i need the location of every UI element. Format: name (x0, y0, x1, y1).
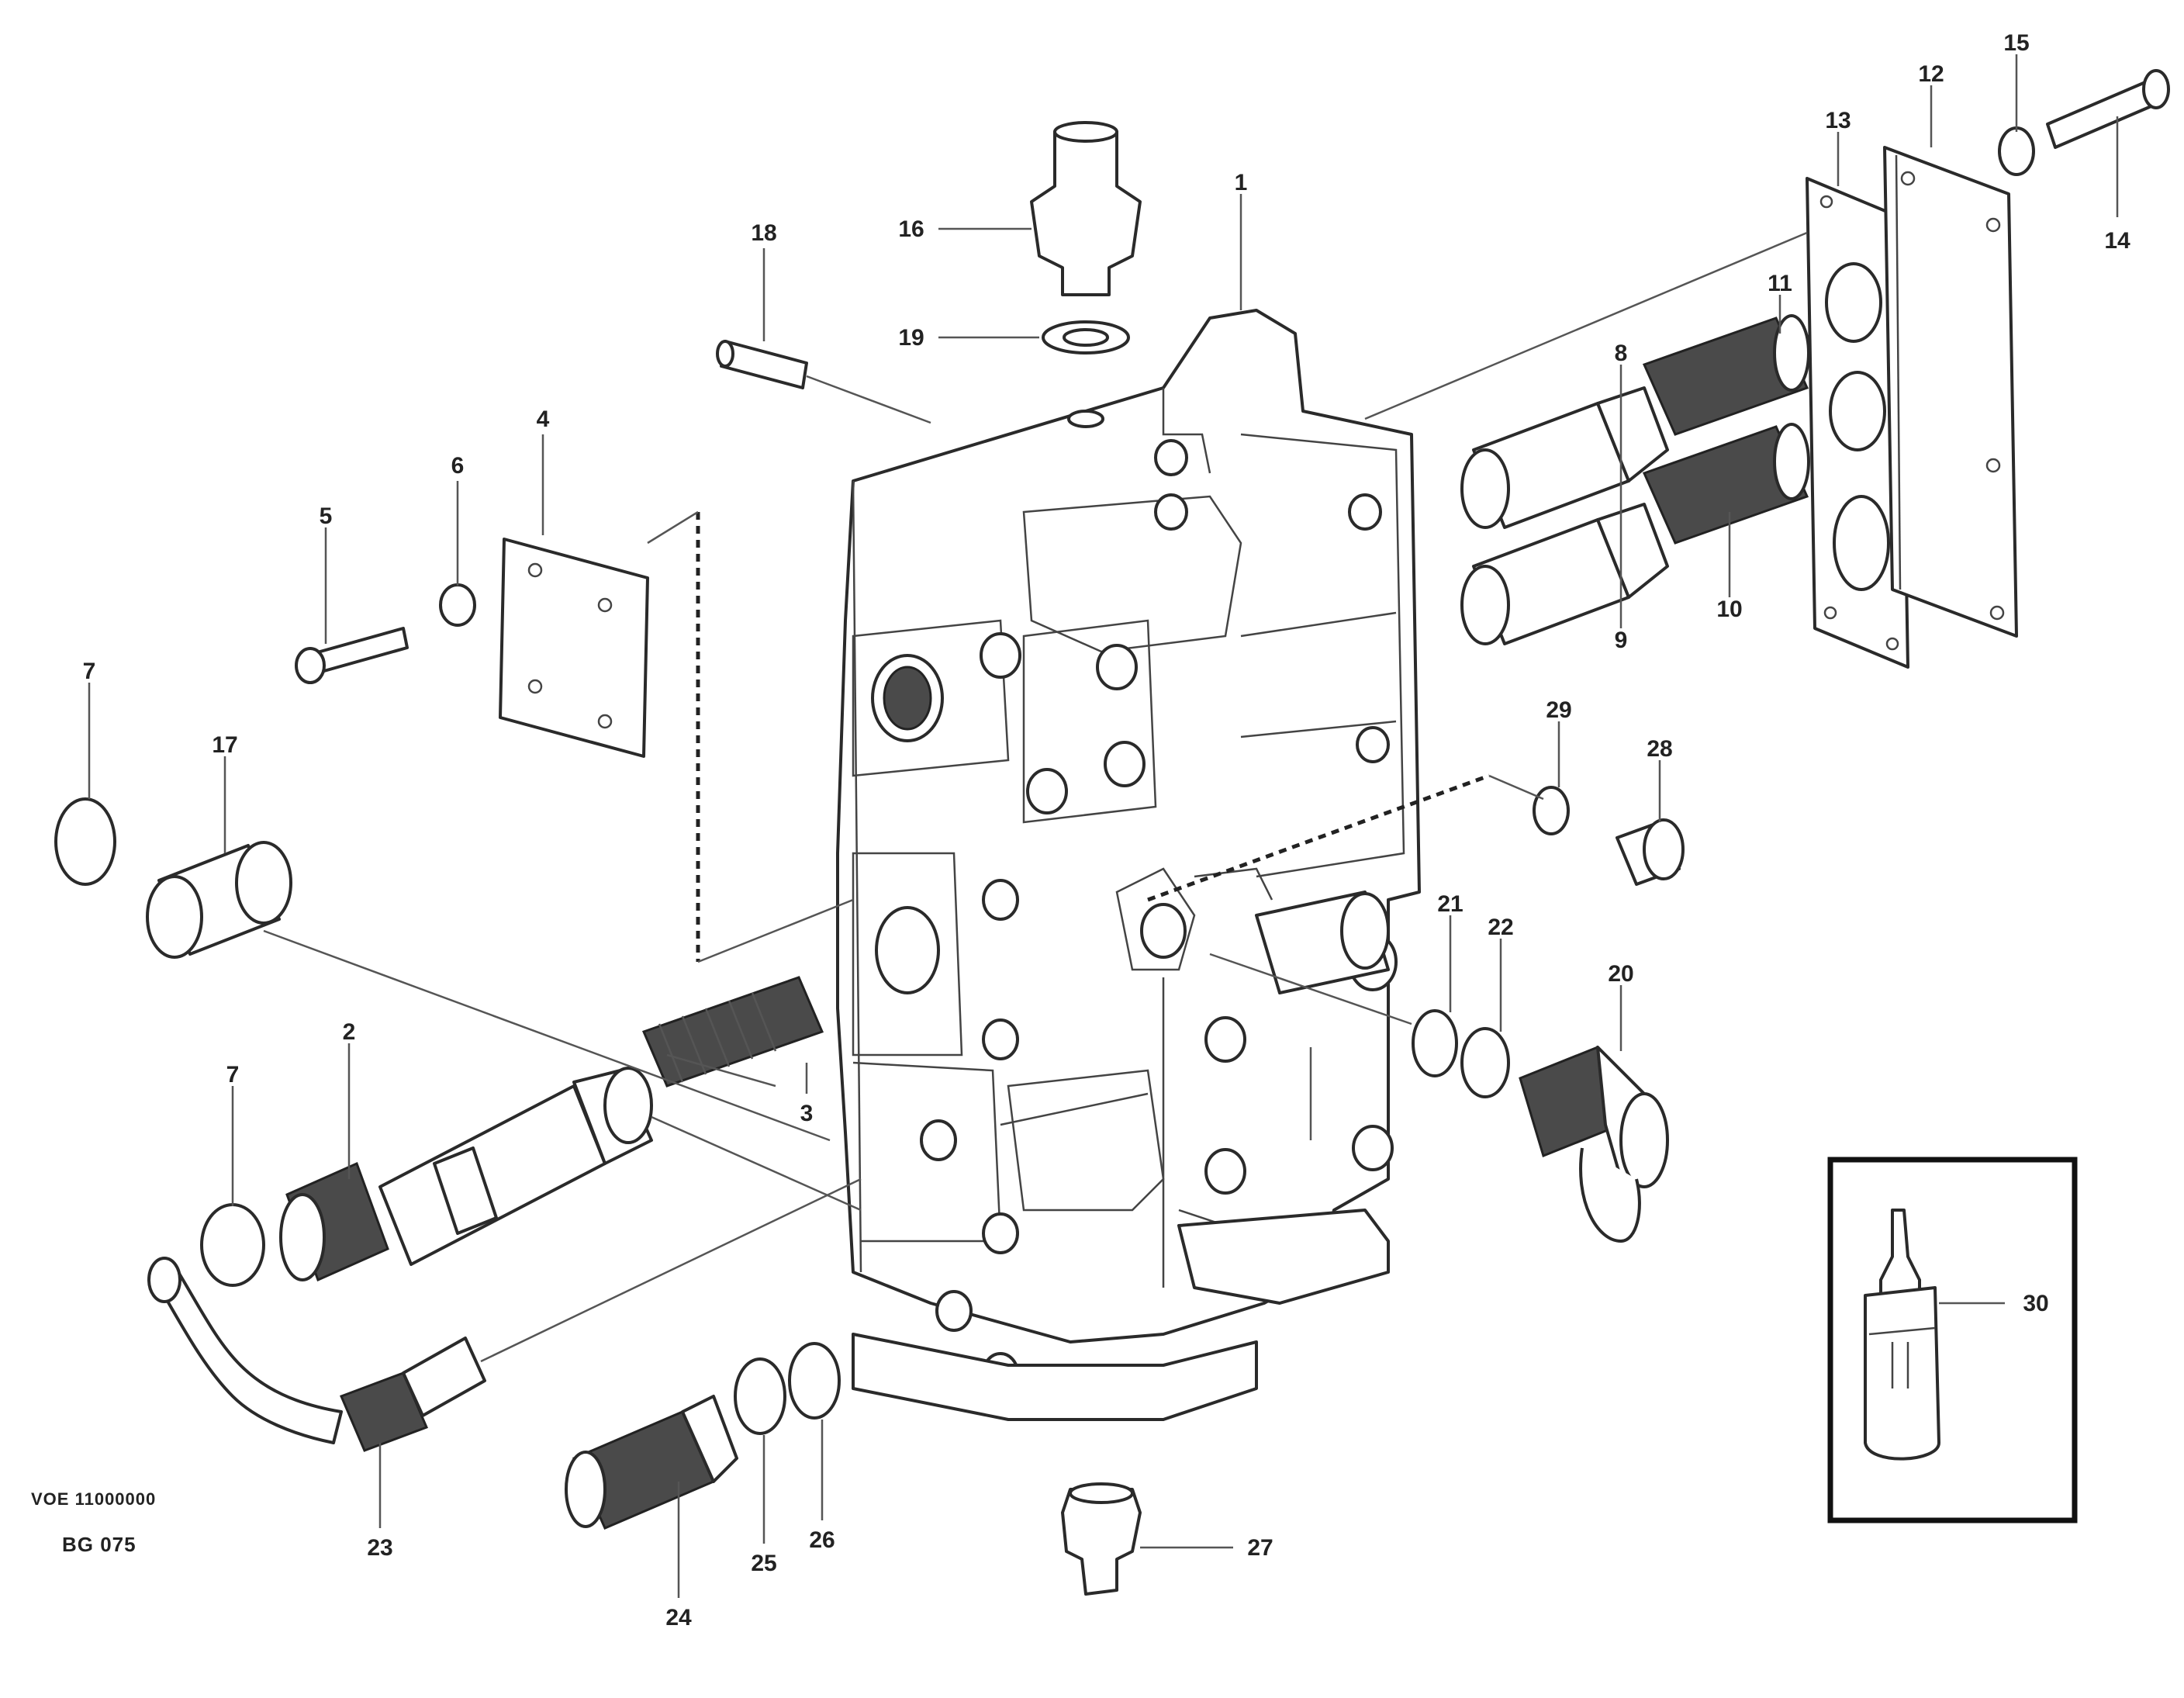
gasket (1806, 177, 1909, 669)
callout-15: 15 (2003, 30, 2029, 56)
piston-upper (1460, 386, 1669, 529)
callout-6: 6 (451, 453, 465, 479)
callout-13: 13 (1825, 108, 1851, 133)
sealing-ring (1460, 1027, 1510, 1098)
callout-9: 9 (1615, 628, 1628, 653)
bottom-fitting (1061, 1482, 1142, 1596)
housing-bottom-flange (852, 1333, 1258, 1421)
callout-11: 11 (1768, 271, 1792, 296)
cap-screw (2046, 69, 2170, 149)
side-connector (1255, 890, 1390, 994)
callout-23: 23 (367, 1535, 392, 1561)
screw-plug (1616, 818, 1685, 886)
hose-fitting (147, 1257, 486, 1452)
callout-26: 26 (809, 1527, 835, 1553)
washer (1998, 126, 2035, 176)
o-ring (54, 797, 116, 886)
callout-3: 3 (800, 1101, 814, 1126)
callout-17: 17 (212, 732, 237, 758)
cover-plate-right (1883, 146, 2018, 638)
valve-housing (836, 309, 1421, 1344)
callout-22: 22 (1488, 915, 1513, 940)
callout-14: 14 (2104, 228, 2130, 254)
dowel-pin (716, 340, 808, 389)
callout-20: 20 (1608, 961, 1633, 987)
callout-labels: 1 16 19 18 4 6 5 7 17 2 7 3 9 10 8 11 13… (83, 30, 2130, 1631)
assembly-lines (263, 231, 1808, 1363)
callout-2: 2 (343, 1019, 356, 1045)
washer (1533, 786, 1570, 835)
housing-side-arm (1177, 1209, 1390, 1305)
sleeve (146, 841, 292, 959)
pressure-plug (1519, 1045, 1669, 1243)
threaded-plug (565, 1395, 738, 1530)
callout-leaders (88, 54, 2119, 1598)
cover-plate-left (295, 538, 649, 758)
callout-7-top: 7 (83, 659, 96, 684)
callout-10: 10 (1716, 597, 1742, 622)
housing-bolt-bosses (871, 439, 1398, 1394)
spring-center (641, 976, 824, 1088)
spring-upper (1642, 314, 1810, 436)
spring-lower (1642, 423, 1810, 545)
callout-19: 19 (898, 325, 924, 351)
o-ring (788, 1342, 841, 1420)
callout-29: 29 (1546, 697, 1571, 723)
callout-7-bottom: 7 (226, 1062, 240, 1088)
sealing-ring (734, 1357, 786, 1435)
o-ring (200, 1203, 265, 1287)
o-ring (1412, 1009, 1458, 1077)
callout-24: 24 (665, 1605, 692, 1631)
callout-16: 16 (898, 216, 924, 242)
callout-27: 27 (1247, 1535, 1273, 1561)
inset-box: 30 (1827, 1157, 2078, 1523)
valve-spool (279, 1067, 653, 1282)
footer-code: VOE 11000000 (31, 1489, 156, 1509)
callout-21: 21 (1437, 891, 1463, 917)
figure-footer: VOE 11000000 BG 075 (31, 1489, 156, 1556)
callout-25: 25 (751, 1551, 776, 1576)
callout-5: 5 (320, 503, 333, 529)
figure-id: BG 075 (62, 1533, 136, 1556)
callout-8: 8 (1615, 341, 1628, 366)
callout-12: 12 (1918, 61, 1944, 87)
callout-18: 18 (751, 220, 776, 246)
callout-28: 28 (1647, 736, 1672, 762)
callout-4: 4 (537, 406, 550, 432)
top-plug-fitting (1030, 121, 1142, 428)
sealant-bottle-icon (1864, 1209, 1940, 1461)
callout-1: 1 (1235, 170, 1248, 195)
piston-lower (1460, 503, 1669, 645)
callout-30: 30 (2023, 1291, 2048, 1316)
